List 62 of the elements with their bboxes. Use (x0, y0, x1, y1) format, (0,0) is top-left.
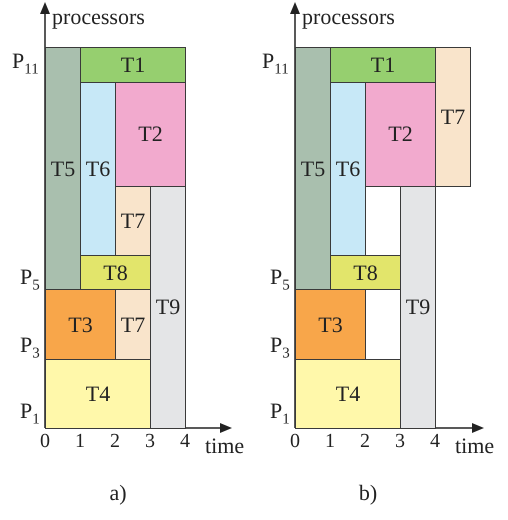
task-block (330, 47, 436, 83)
task-label: T7 (440, 106, 466, 128)
task-label: T3 (68, 314, 93, 336)
tick-label: 0 (290, 431, 300, 451)
task-block (435, 47, 471, 187)
task-label: T6 (336, 158, 360, 180)
axis-title: time (455, 435, 494, 457)
task-block (400, 186, 436, 429)
task-label: T9 (406, 296, 430, 318)
processor-label: P$_{11}$ (262, 50, 289, 78)
task-block (80, 47, 186, 83)
task-label: T9 (156, 296, 180, 318)
axis-title: processors (302, 6, 395, 28)
processor-label: P$_{1}$ (20, 400, 40, 428)
processor-label: P$_{3}$ (270, 334, 290, 362)
task-label: T2 (138, 123, 163, 146)
task-label: T3 (318, 314, 343, 336)
task-label: T8 (353, 262, 378, 284)
task-block (295, 358, 401, 429)
tick-label: 0 (40, 431, 50, 451)
task-label: T8 (103, 262, 128, 284)
task-label: T4 (336, 382, 360, 405)
task-block (45, 358, 151, 429)
task-label: T5 (300, 158, 326, 180)
panel-caption: a) (109, 482, 127, 504)
task-block (330, 254, 401, 290)
processor-label: P$_{3}$ (20, 334, 40, 362)
tick-label: 3 (395, 431, 405, 451)
task-block (295, 47, 331, 290)
tick-label: 2 (110, 431, 120, 451)
task-block (295, 289, 366, 360)
tick-label: 3 (145, 431, 155, 451)
task-label: T5 (50, 158, 76, 180)
task-block (80, 82, 116, 256)
tick-label: 4 (180, 431, 190, 451)
processor-label: P$_{11}$ (12, 50, 39, 78)
tick-label: 2 (360, 431, 370, 451)
task-block (150, 186, 186, 429)
axis-title: time (205, 435, 244, 457)
processor-label: P$_{5}$ (20, 266, 40, 294)
task-label: T6 (86, 158, 110, 180)
tick-label: 1 (325, 431, 335, 451)
tick-label: 4 (430, 431, 440, 451)
task-label: T1 (120, 54, 146, 76)
task-label: T7 (120, 210, 146, 232)
task-block (330, 82, 366, 256)
task-block (80, 254, 151, 290)
task-block (45, 289, 116, 360)
task-label: T2 (388, 123, 413, 146)
task-label: T1 (370, 54, 396, 76)
task-block (115, 186, 151, 256)
axis-title: processors (52, 6, 145, 28)
processor-label: P$_{5}$ (270, 266, 290, 294)
panel-caption: b) (358, 482, 378, 504)
task-block (45, 47, 81, 290)
task-label: T4 (86, 382, 110, 405)
tick-label: 1 (75, 431, 85, 451)
processor-label: P$_{1}$ (270, 400, 290, 428)
task-label: T7 (120, 314, 146, 336)
task-block (115, 289, 151, 360)
task-block (115, 82, 186, 187)
task-block (365, 82, 436, 187)
